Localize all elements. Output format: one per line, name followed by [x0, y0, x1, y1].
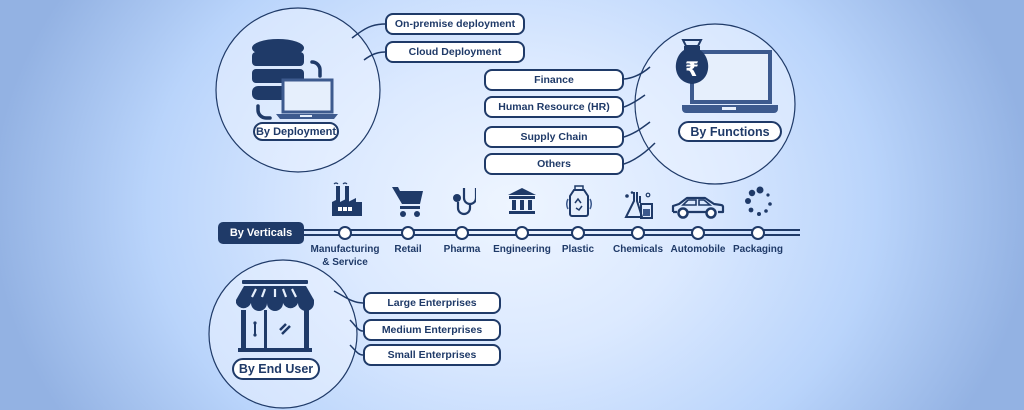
verticals-label: By Verticals [218, 222, 304, 244]
car-icon [671, 196, 725, 219]
enduser-label: By End User [232, 358, 320, 380]
connector-finance [623, 66, 651, 80]
vertical-node-automobile[interactable] [691, 226, 705, 240]
vertical-label-automobile: Automobile [670, 244, 726, 255]
connector-cloud [363, 51, 386, 61]
option-cloud: Cloud Deployment [385, 41, 525, 63]
database-laptop-icon [252, 39, 338, 120]
vertical-label-chemicals: Chemicals [612, 244, 664, 255]
vertical-label-plastic: Plastic [561, 244, 595, 255]
functions-label: By Functions [678, 121, 782, 142]
dots-spinner-icon [745, 186, 772, 216]
vertical-label-line1: Manufacturing [310, 244, 380, 255]
flask-icon [624, 191, 653, 219]
vertical-node-plastic[interactable] [571, 226, 585, 240]
option-others: Others [484, 153, 624, 175]
vertical-label-engineering: Engineering [493, 244, 551, 255]
vertical-label-retail: Retail [394, 244, 422, 255]
building-columns-icon [508, 188, 536, 214]
svg-text:₹: ₹ [685, 57, 699, 81]
option-hr: Human Resource (HR) [484, 96, 624, 118]
rupee-bag-laptop-icon: ₹ [675, 39, 778, 113]
option-small-enterprises: Small Enterprises [363, 344, 501, 366]
connector-others [623, 142, 656, 165]
vertical-node-pharma[interactable] [455, 226, 469, 240]
connector-medium [349, 319, 364, 332]
connector-onpremise [351, 23, 386, 39]
vertical-node-packaging[interactable] [751, 226, 765, 240]
vertical-node-chemicals[interactable] [631, 226, 645, 240]
vertical-label-manufacturing: Manufacturing & Service [300, 243, 390, 269]
option-medium-enterprises: Medium Enterprises [363, 319, 501, 341]
option-on-premise: On-premise deployment [385, 13, 525, 35]
stethoscope-icon [453, 188, 476, 216]
connector-supply [623, 121, 651, 138]
connector-small [349, 344, 364, 356]
factory-icon [332, 182, 362, 216]
connector-large [333, 290, 364, 304]
option-supply-chain: Supply Chain [484, 126, 624, 148]
vertical-node-retail[interactable] [401, 226, 415, 240]
vertical-node-engineering[interactable] [515, 226, 529, 240]
option-large-enterprises: Large Enterprises [363, 292, 501, 314]
vertical-label-line2: & Service [322, 257, 368, 268]
vertical-node-manufacturing[interactable] [338, 226, 352, 240]
option-finance: Finance [484, 69, 624, 91]
shopping-cart-icon [392, 187, 423, 217]
storefront-icon [236, 280, 314, 352]
recycle-bottle-icon [566, 185, 592, 217]
vertical-label-pharma: Pharma [443, 244, 481, 255]
vertical-label-packaging: Packaging [732, 244, 784, 255]
deployment-label: By Deployment [253, 122, 339, 141]
connector-hr [623, 94, 646, 108]
